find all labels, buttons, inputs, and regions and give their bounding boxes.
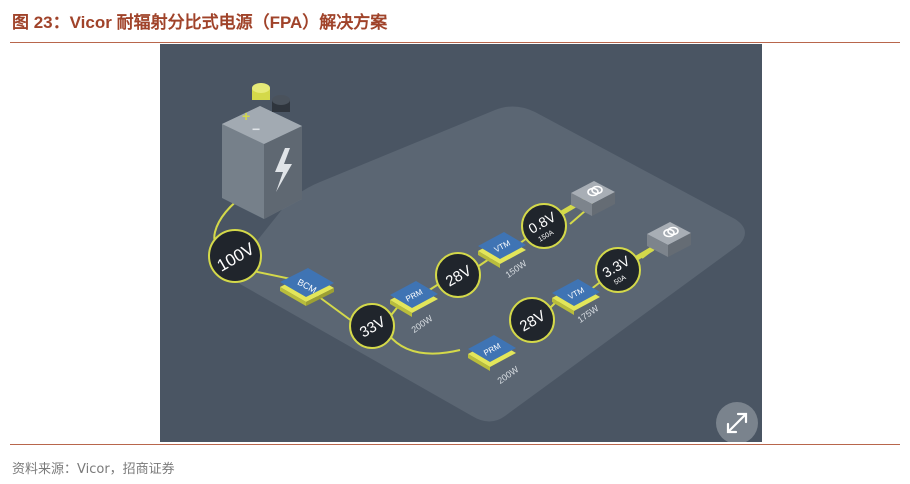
figure-title: 图 23：Vicor 耐辐射分比式电源（FPA）解决方案 xyxy=(12,13,388,32)
branch2-node-28v: 28V xyxy=(509,297,555,343)
footer-divider xyxy=(10,444,900,445)
bcm-module: BCM xyxy=(280,268,334,306)
branch1-node-0-8v: 0.8V 150A xyxy=(521,203,567,249)
branch1-prm-module: PRM 200W xyxy=(390,281,438,335)
node-100v: 100V xyxy=(208,229,262,283)
branch1-node-28v: 28V xyxy=(435,252,481,298)
branch2-node-3-3v: 3.3V 50A xyxy=(595,247,641,293)
title-divider xyxy=(10,42,900,43)
lightning-icon xyxy=(275,148,292,192)
expand-button[interactable] xyxy=(716,402,758,444)
battery-minus: − xyxy=(252,121,260,137)
battery-icon: + − xyxy=(222,83,302,219)
load-chip-icon xyxy=(647,222,691,257)
battery-plus: + xyxy=(242,108,250,124)
load-chip-icon xyxy=(571,181,615,216)
expand-icon xyxy=(726,412,748,434)
fpa-diagram: + − 100V BCM 33V PRM 200W 28V VTM xyxy=(160,44,762,444)
node-33v: 33V xyxy=(349,303,395,349)
source-note: 资料来源：Vicor，招商证券 xyxy=(12,462,175,477)
